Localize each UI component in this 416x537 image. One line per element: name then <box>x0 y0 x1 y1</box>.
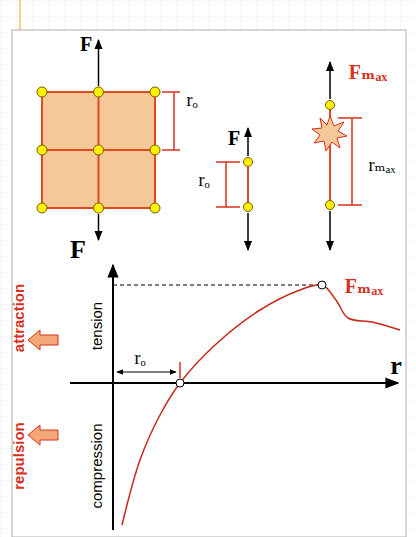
max-spacing-label: rₘₐₓ <box>368 156 395 174</box>
max-force-label: Fₘₐₓ <box>345 276 383 296</box>
lattice <box>37 40 180 240</box>
axis-label: r <box>390 353 402 379</box>
force-graph <box>28 265 400 530</box>
force-label: F <box>70 237 86 263</box>
force-label: F <box>228 128 240 148</box>
bond <box>216 128 253 250</box>
broken-bond <box>312 62 362 250</box>
force-label: F <box>80 34 92 54</box>
spacing-label: rₒ <box>198 171 209 189</box>
panel <box>12 30 406 537</box>
spacing-label: rₒ <box>186 91 197 109</box>
axis-region-label: compression <box>89 423 104 508</box>
axis-region-label: tension <box>89 302 104 350</box>
spacing-label: rₒ <box>134 349 145 367</box>
max-force-label: Fₘₐₓ <box>349 62 387 82</box>
axis-region-label: attraction <box>11 284 26 352</box>
axis-region-label: repulsion <box>11 422 26 490</box>
